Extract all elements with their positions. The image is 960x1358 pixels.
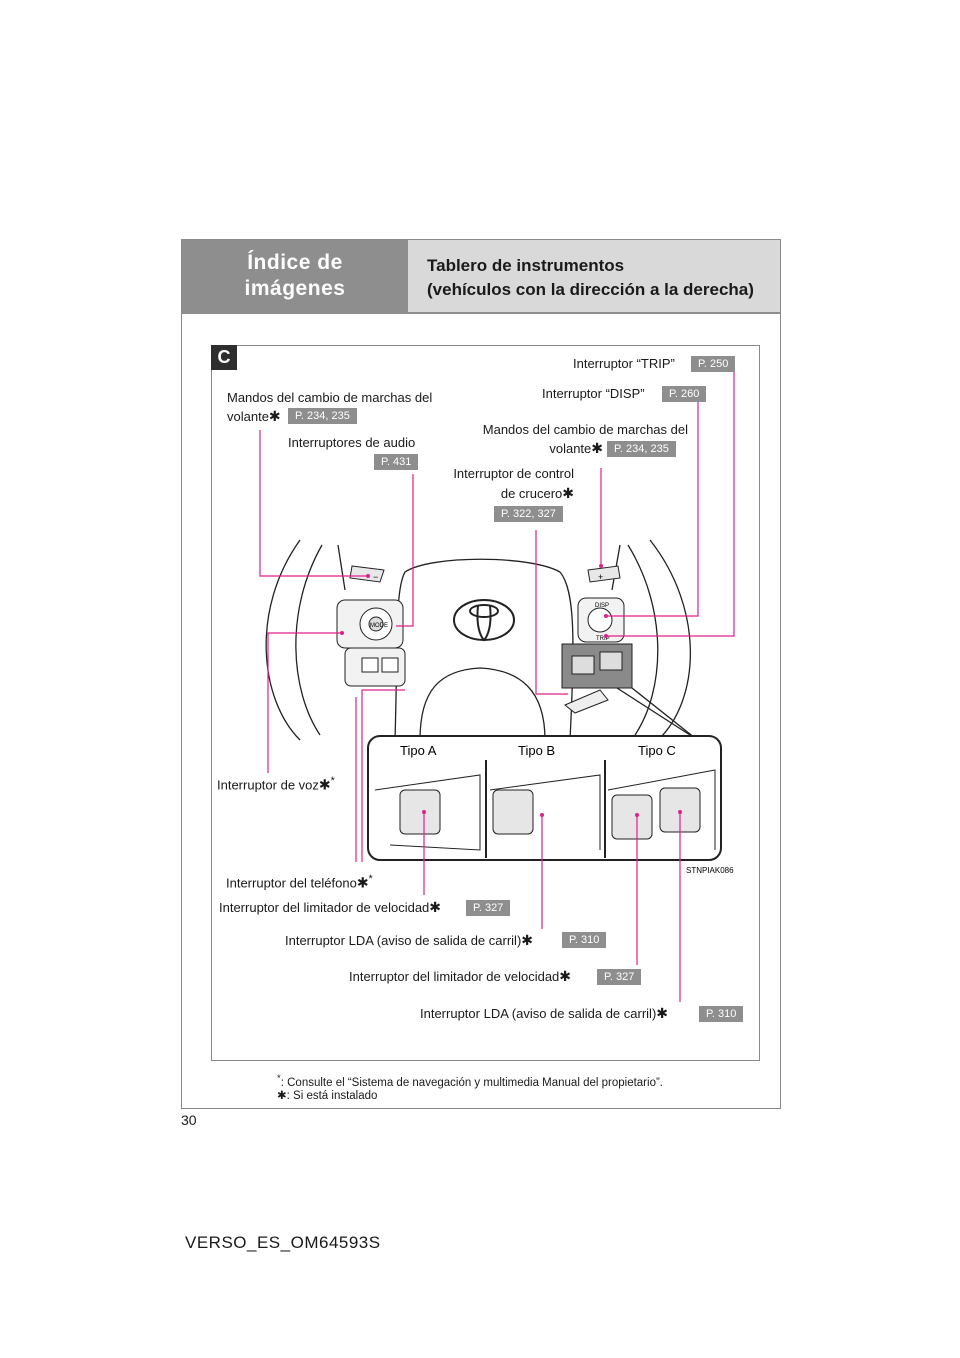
right-paddles-label-line2: volante✱ xyxy=(460,440,603,457)
left-paddles-page-ref[interactable]: P. 234, 235 xyxy=(288,408,357,424)
lda-c-page-ref[interactable]: P. 310 xyxy=(699,1006,743,1022)
right-paddle xyxy=(588,566,620,582)
left-paddles-label-line1: Mandos del cambio de marchas del xyxy=(227,389,432,406)
lda-c-label: Interruptor LDA (aviso de salida de carr… xyxy=(420,1005,668,1022)
left-paddles-label-text: volante xyxy=(227,409,269,424)
cruise-label-line2: de crucero✱ xyxy=(420,485,574,502)
speed-limiter-c-page-ref[interactable]: P. 327 xyxy=(597,969,641,985)
lda-b-label: Interruptor LDA (aviso de salida de carr… xyxy=(285,932,533,949)
installed-mark: ✱ xyxy=(591,440,603,456)
right-paddles-page-ref[interactable]: P. 234, 235 xyxy=(607,441,676,457)
left-paddles-label-line2: volante✱ xyxy=(227,408,281,425)
tipo-c-label: Tipo C xyxy=(638,743,676,758)
footnote-installed: ✱: Si está instalado xyxy=(277,1088,377,1105)
installed-mark: ✱ xyxy=(319,776,331,792)
navigation-mark: * xyxy=(331,775,335,787)
document-id: VERSO_ES_OM64593S xyxy=(185,1233,381,1253)
installed-mark: ✱ xyxy=(269,408,281,424)
right-paddles-label-text: volante xyxy=(549,441,591,456)
installed-mark: ✱ xyxy=(357,874,369,890)
audio-page-ref[interactable]: P. 431 xyxy=(374,454,418,470)
footnote-installed-text: : Si está instalado xyxy=(287,1090,378,1102)
speed-limiter-c-label: Interruptor del limitador de velocidad✱ xyxy=(349,968,571,985)
page-number: 30 xyxy=(181,1112,197,1128)
installed-mark: ✱ xyxy=(521,932,533,948)
cruise-label-text: de crucero xyxy=(501,486,562,501)
tipo-a-label: Tipo A xyxy=(400,743,437,758)
lda-c-text: Interruptor LDA (aviso de salida de carr… xyxy=(420,1006,656,1021)
paddle-minus-label: − xyxy=(373,572,378,582)
phone-switch-text: Interruptor del teléfono xyxy=(226,875,357,890)
voice-switch-label: Interruptor de voz✱* xyxy=(217,773,335,793)
cruise-page-ref[interactable]: P. 322, 327 xyxy=(494,506,563,522)
speed-limiter-a-label: Interruptor del limitador de velocidad✱ xyxy=(219,899,441,916)
cruise-label-line1: Interruptor de control xyxy=(420,465,574,482)
installed-mark: ✱ xyxy=(277,1090,287,1102)
installed-mark: ✱ xyxy=(562,485,574,501)
installed-mark: ✱ xyxy=(559,968,571,984)
audio-switches-label: Interruptores de audio xyxy=(288,434,415,451)
navigation-mark: * xyxy=(369,873,373,885)
disp-switch-label: Interruptor “DISP” xyxy=(542,385,645,402)
trip-switch-label: Interruptor “TRIP” xyxy=(573,355,675,372)
toyota-logo xyxy=(454,600,514,640)
speed-limiter-a-text: Interruptor del limitador de velocidad xyxy=(219,900,429,915)
trip-page-ref[interactable]: P. 250 xyxy=(691,356,735,372)
paddle-plus-label: + xyxy=(598,572,603,582)
installed-mark: ✱ xyxy=(429,899,441,915)
phone-switch-label: Interruptor del teléfono✱* xyxy=(226,871,373,891)
left-paddle xyxy=(350,566,384,582)
voice-switch-text: Interruptor de voz xyxy=(217,777,319,792)
right-paddles-label-line1: Mandos del cambio de marchas del xyxy=(460,421,688,438)
image-code: STNPIAK086 xyxy=(686,866,734,875)
lda-b-text: Interruptor LDA (aviso de salida de carr… xyxy=(285,933,521,948)
lda-b-page-ref[interactable]: P. 310 xyxy=(562,932,606,948)
installed-mark: ✱ xyxy=(656,1005,668,1021)
speed-limiter-c-text: Interruptor del limitador de velocidad xyxy=(349,969,559,984)
tipo-b-label: Tipo B xyxy=(518,743,555,758)
mode-label: MODE xyxy=(370,623,388,629)
disp-page-ref[interactable]: P. 260 xyxy=(662,386,706,402)
disp-label: DISP xyxy=(595,603,609,609)
speed-limiter-a-page-ref[interactable]: P. 327 xyxy=(466,900,510,916)
